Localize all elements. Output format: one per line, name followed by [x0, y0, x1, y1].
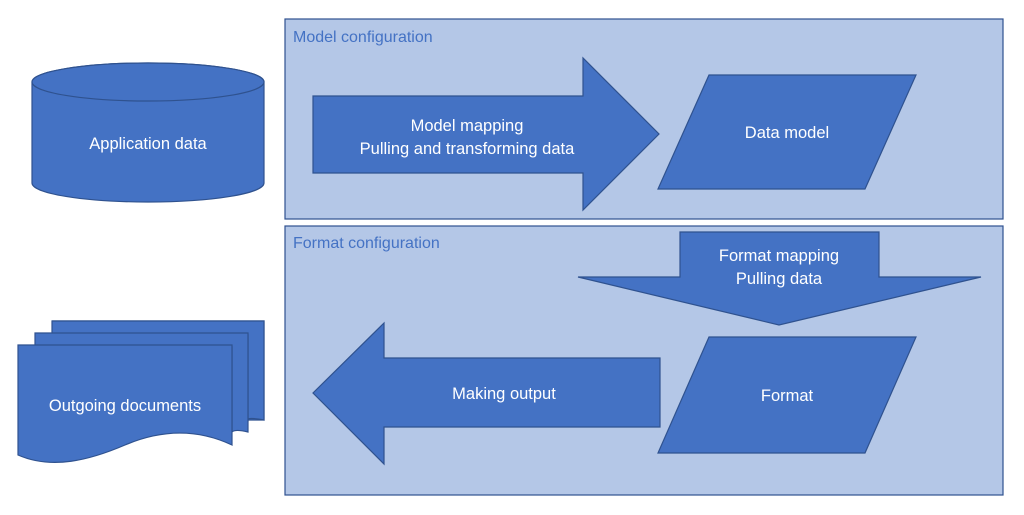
application-data-cylinder: Application data: [31, 62, 265, 203]
format-mapping-label-line2: Pulling data: [736, 270, 823, 288]
making-output-label: Making output: [452, 385, 556, 403]
data-model-label: Data model: [745, 124, 829, 142]
format-label: Format: [761, 387, 814, 405]
making-output-arrow: Making output: [312, 321, 661, 466]
model-mapping-arrow: Model mapping Pulling and transforming d…: [312, 56, 660, 212]
model-mapping-label-line1: Model mapping: [411, 117, 524, 135]
format-mapping-arrow: Format mapping Pulling data: [577, 231, 982, 326]
model-configuration-title: Model configuration: [293, 29, 433, 46]
outgoing-documents-shape: Outgoing documents: [17, 320, 265, 464]
outgoing-documents-label: Outgoing documents: [49, 397, 201, 415]
data-model-parallelogram: Data model: [657, 74, 917, 190]
format-configuration-title: Format configuration: [293, 235, 440, 252]
format-parallelogram: Format: [657, 336, 917, 454]
format-mapping-label-line1: Format mapping: [719, 247, 839, 265]
application-data-label: Application data: [89, 135, 207, 153]
model-mapping-label-line2: Pulling and transforming data: [360, 140, 575, 158]
